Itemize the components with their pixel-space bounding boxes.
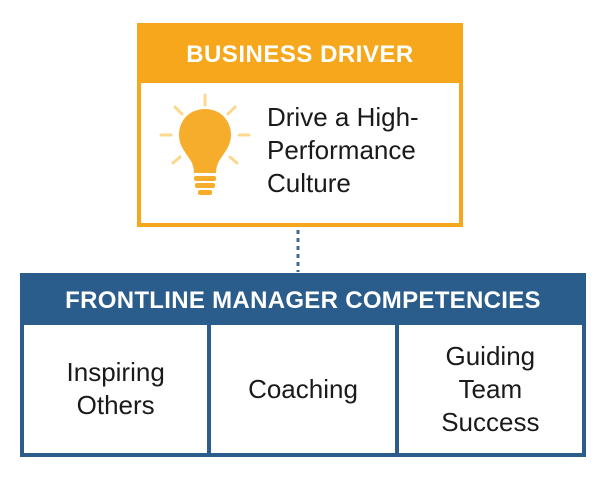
business-driver-title: BUSINESS DRIVER [141, 27, 459, 83]
competency-line: Guiding [445, 340, 536, 371]
competency-inspiring-others: Inspiring Others [24, 325, 208, 453]
business-driver-text-line: Drive a High- [267, 102, 419, 132]
competencies-box: FRONTLINE MANAGER COMPETENCIES Inspiring… [20, 273, 586, 457]
competency-line: Others [76, 390, 155, 420]
dotted-connector [296, 230, 300, 272]
competencies-row: Inspiring Others Coaching Guiding Team S… [24, 325, 582, 453]
competency-line: Success [441, 406, 540, 437]
competency-coaching: Coaching [211, 325, 395, 453]
business-driver-text-line: Performance [267, 135, 416, 165]
business-driver-text: Drive a High- Performance Culture [267, 101, 419, 200]
competency-line: Team [458, 373, 523, 404]
business-driver-text-line: Culture [267, 168, 351, 198]
lightbulb-icon [159, 93, 251, 195]
competency-guiding-team-success: Guiding Team Success [398, 325, 582, 453]
competency-line: Inspiring [66, 357, 165, 387]
business-driver-body: Drive a High- Performance Culture [141, 83, 459, 223]
business-driver-box: BUSINESS DRIVER Drive a High- Performanc… [137, 23, 463, 227]
competencies-title: FRONTLINE MANAGER COMPETENCIES [65, 287, 541, 314]
competency-line: Coaching [248, 373, 358, 404]
